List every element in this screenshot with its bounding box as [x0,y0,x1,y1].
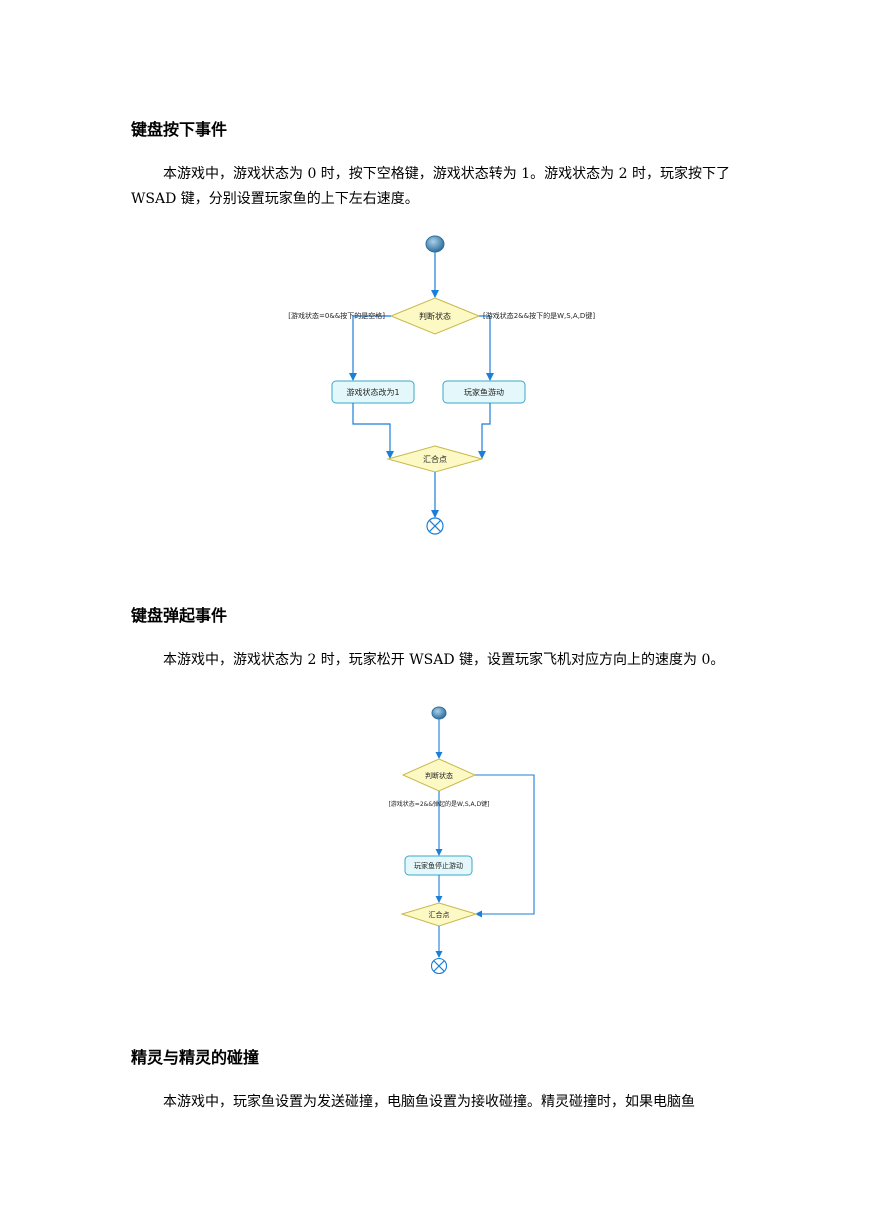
flow-arrow [475,774,535,918]
action-node: 玩家鱼停止游动 [404,855,473,876]
key-down-activity-diagram: 判断状态 [游戏状态=0&&按下的是空格] [游戏状态2&&按下的是W,S,A,… [288,235,595,535]
action-label-left: 游戏状态改为1 [346,387,399,397]
section-heading-sprite-collision: 精灵与精灵的碰撞 [131,1048,260,1067]
key-up-activity-diagram: 判断状态 [游戏状态=2&&弹起的是W,S,A,D键] 玩家鱼停止游动 汇合点 [388,706,535,975]
end-node [430,957,448,975]
action-node-right: 玩家鱼游动 [442,380,526,404]
paragraph-key-up: 本游戏中，游戏状态为 2 时，玩家松开 WSAD 键，设置玩家飞机对应方向上的速… [163,652,725,668]
merge-label: 汇合点 [423,454,447,464]
section-heading-key-up: 键盘弹起事件 [131,606,228,625]
merge-node: 汇合点 [400,902,478,927]
action-label-right: 玩家鱼游动 [464,387,504,397]
start-node [425,235,445,253]
flow-arrow [478,403,491,459]
section-heading-key-down: 键盘按下事件 [131,120,228,139]
merge-node: 汇合点 [386,445,484,473]
merge-label: 汇合点 [429,910,450,919]
start-node [431,706,447,720]
decision-node: 判断状态 [389,297,481,335]
guard-label-left: [游戏状态=0&&按下的是空格] [288,311,385,320]
decision-label: 判断状态 [425,771,453,780]
flow-arrow [352,403,394,459]
decision-label: 判断状态 [419,311,451,321]
end-node [426,517,444,535]
guard-label-right: [游戏状态2&&按下的是W,S,A,D键] [483,311,595,320]
paragraph-sprite-collision: 本游戏中，玩家鱼设置为发送碰撞，电脑鱼设置为接收碰撞。精灵碰撞时，如果电脑鱼 [163,1094,695,1110]
action-node-left: 游戏状态改为1 [331,380,415,404]
decision-node: 判断状态 [401,758,477,792]
action-label: 玩家鱼停止游动 [414,861,463,870]
paragraph-key-down: 本游戏中，游戏状态为 0 时，按下空格键，游戏状态转为 1。游戏状态为 2 时，… [131,166,730,207]
